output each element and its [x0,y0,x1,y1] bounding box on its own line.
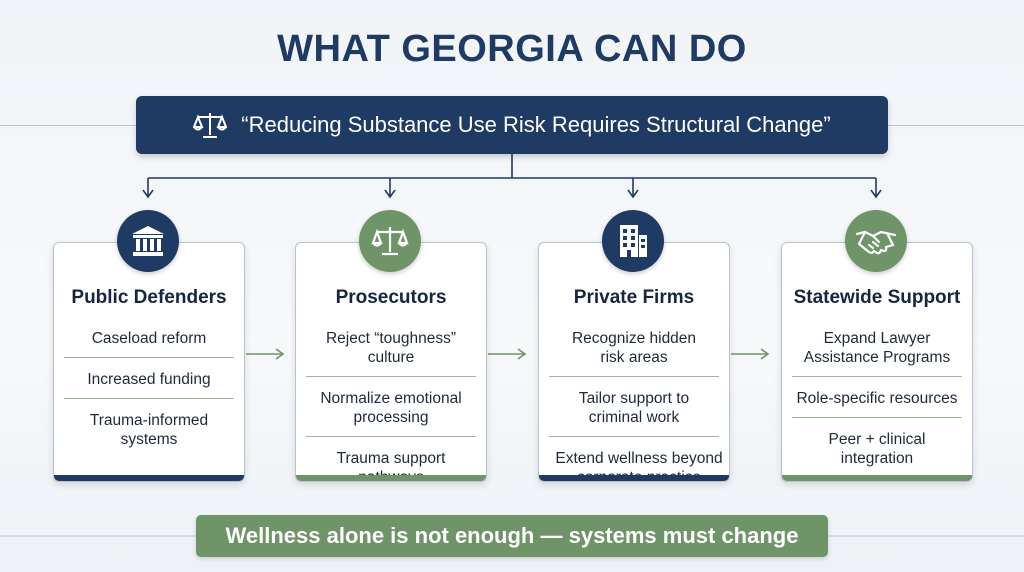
list-item: Tailor support to criminal work [549,387,719,437]
card-public-defenders: Public Defenders Caseload reform Increas… [53,242,245,482]
scales-icon-badge [359,210,421,272]
card-accent-bar [54,475,244,481]
list-item: Reject “toughness” culture [306,327,476,377]
page-title: WHAT GEORGIA CAN DO [277,28,747,70]
scales-icon [193,113,228,138]
handshake-icon [855,230,897,255]
banner-text: “Reducing Substance Use Risk Requires St… [241,112,831,137]
card-title: Prosecutors [335,287,447,308]
office-building-icon-badge [602,210,664,272]
card-accent-bar [539,475,729,481]
left-divider [0,125,136,126]
card-prosecutors: Prosecutors Reject “toughness” culture N… [295,242,487,482]
list-item: Role-specific resources [792,387,962,418]
footer-message: Wellness alone is not enough — systems m… [196,515,828,557]
list-item: Trauma-informed systems [89,412,209,448]
card-accent-bar [296,475,486,481]
scales-icon [371,227,409,256]
card-title: Private Firms [573,287,695,308]
card-private-firms: Private Firms Recognize hidden risk area… [538,242,730,482]
structural-change-banner: “Reducing Substance Use Risk Requires St… [136,96,888,154]
card-title: Statewide Support [793,287,961,308]
office-building-icon [620,225,647,257]
card-title: Public Defenders [71,287,227,308]
handshake-icon-badge [845,210,907,272]
card-accent-bar [782,475,972,481]
list-item: Peer + clinical integration [828,431,926,467]
list-item: Recognize hidden risk areas [549,327,719,377]
courthouse-icon [132,226,164,256]
courthouse-icon-badge [117,210,179,272]
list-item: Expand Lawyer Assistance Programs [792,327,962,377]
list-item: Increased funding [64,368,234,399]
list-item: Normalize emotional processing [306,387,476,437]
right-divider [888,125,1024,126]
list-item: Caseload reform [64,327,234,358]
card-statewide-support: Statewide Support Expand Lawyer Assistan… [781,242,973,482]
